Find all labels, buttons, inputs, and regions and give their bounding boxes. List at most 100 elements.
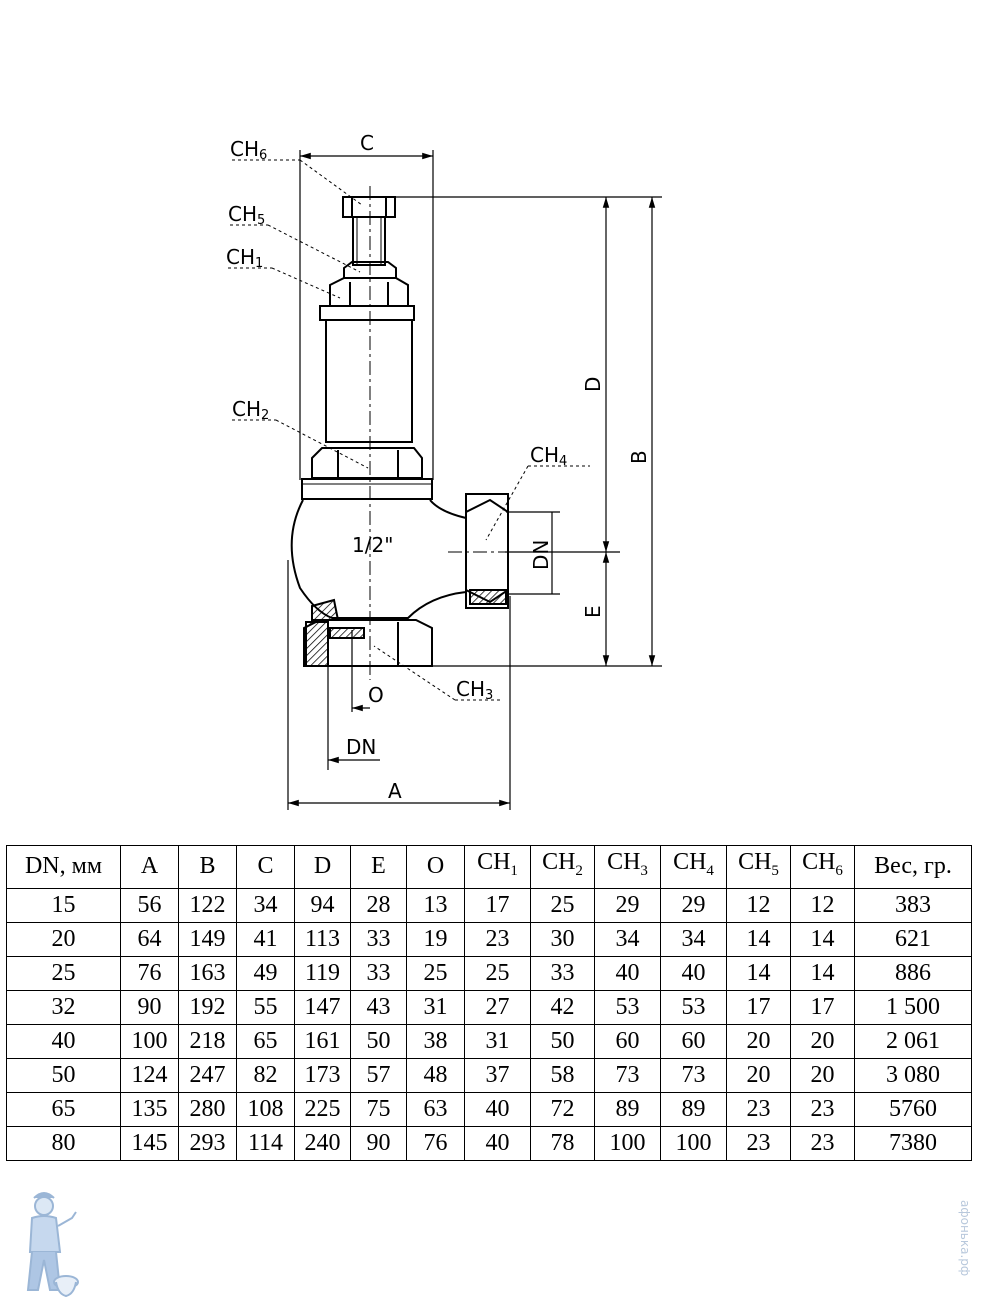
table-cell: 49 — [236, 955, 295, 991]
label-o: O — [368, 683, 384, 707]
table-cell: 60 — [594, 1023, 661, 1059]
table-cell: 218 — [178, 1023, 237, 1059]
table-cell: 30 — [530, 921, 595, 957]
table-cell: 31 — [406, 989, 465, 1025]
table-cell: 40 — [464, 1125, 531, 1161]
table-cell: 72 — [530, 1091, 595, 1127]
table-cell: 192 — [178, 989, 237, 1025]
table-cell: 37 — [464, 1057, 531, 1093]
watermark: афонька.рф — [958, 1200, 972, 1277]
table-cell: 40 — [660, 955, 727, 991]
column-header: CH1 — [464, 845, 531, 889]
table-cell: 50 — [6, 1057, 121, 1093]
column-header: CH2 — [530, 845, 595, 889]
table-cell: 48 — [406, 1057, 465, 1093]
label-dn-side: DN — [529, 540, 553, 570]
table-cell: 20 — [6, 921, 121, 957]
table-cell: 886 — [854, 955, 972, 991]
table-cell: 53 — [594, 989, 661, 1025]
label-ch2: CH2 — [232, 397, 269, 423]
table-cell: 43 — [350, 989, 407, 1025]
table-cell: 20 — [790, 1023, 855, 1059]
table-cell: 12 — [726, 887, 791, 923]
table-cell: 41 — [236, 921, 295, 957]
column-header: B — [178, 845, 237, 889]
table-cell: 135 — [120, 1091, 179, 1127]
column-header: CH6 — [790, 845, 855, 889]
table-cell: 113 — [294, 921, 351, 957]
table-cell: 42 — [530, 989, 595, 1025]
column-header: DN, мм — [6, 845, 121, 889]
table-cell: 38 — [406, 1023, 465, 1059]
table-cell: 145 — [120, 1125, 179, 1161]
table-cell: 33 — [350, 955, 407, 991]
table-cell: 65 — [6, 1091, 121, 1127]
table-cell: 29 — [594, 887, 661, 923]
table-cell: 17 — [464, 887, 531, 923]
table-cell: 40 — [464, 1091, 531, 1127]
table-cell: 57 — [350, 1057, 407, 1093]
table-cell: 173 — [294, 1057, 351, 1093]
table-cell: 20 — [726, 1057, 791, 1093]
table-cell: 23 — [726, 1091, 791, 1127]
table-cell: 17 — [726, 989, 791, 1025]
table-cell: 240 — [294, 1125, 351, 1161]
table-cell: 147 — [294, 989, 351, 1025]
leader-lines — [228, 159, 590, 701]
table-cell: 23 — [726, 1125, 791, 1161]
dimension-lines — [287, 150, 662, 810]
valve-body — [290, 196, 509, 667]
table-cell: 119 — [294, 955, 351, 991]
table-cell: 14 — [790, 921, 855, 957]
table-cell: 40 — [594, 955, 661, 991]
table-cell: 90 — [120, 989, 179, 1025]
table-cell: 383 — [854, 887, 972, 923]
table-cell: 29 — [660, 887, 727, 923]
table-cell: 100 — [594, 1125, 661, 1161]
label-ch6: CH6 — [230, 137, 267, 163]
table-cell: 76 — [120, 955, 179, 991]
table-cell: 34 — [660, 921, 727, 957]
table-cell: 64 — [120, 921, 179, 957]
label-a: A — [388, 779, 402, 803]
table-cell: 27 — [464, 989, 531, 1025]
column-header: CH3 — [594, 845, 661, 889]
table-cell: 293 — [178, 1125, 237, 1161]
table-cell: 82 — [236, 1057, 295, 1093]
label-ch3: CH3 — [456, 677, 493, 703]
table-cell: 53 — [660, 989, 727, 1025]
table-cell: 65 — [236, 1023, 295, 1059]
table-cell: 63 — [406, 1091, 465, 1127]
column-header: CH4 — [660, 845, 727, 889]
table-cell: 89 — [660, 1091, 727, 1127]
table-cell: 33 — [350, 921, 407, 957]
column-header: O — [406, 845, 465, 889]
table-cell: 5760 — [854, 1091, 972, 1127]
valve-technical-drawing: CH6 CH5 CH1 CH2 CH4 CH3 C D B E DN 1/2" … — [226, 131, 662, 810]
table-cell: 14 — [790, 955, 855, 991]
centerlines — [369, 186, 520, 680]
table-cell: 25 — [464, 955, 531, 991]
table-cell: 34 — [594, 921, 661, 957]
table-cell: 73 — [660, 1057, 727, 1093]
table-cell: 78 — [530, 1125, 595, 1161]
table-cell: 56 — [120, 887, 179, 923]
column-header: Вес, гр. — [854, 845, 972, 889]
table-cell: 114 — [236, 1125, 295, 1161]
table-cell: 3 080 — [854, 1057, 972, 1093]
table-cell: 2 061 — [854, 1023, 972, 1059]
table-cell: 25 — [406, 955, 465, 991]
table-cell: 25 — [6, 955, 121, 991]
table-cell: 25 — [530, 887, 595, 923]
plumber-mascot-logo — [26, 1192, 79, 1298]
column-header: D — [294, 845, 351, 889]
table-cell: 20 — [726, 1023, 791, 1059]
table-cell: 58 — [530, 1057, 595, 1093]
table-cell: 75 — [350, 1091, 407, 1127]
table-cell: 108 — [236, 1091, 295, 1127]
